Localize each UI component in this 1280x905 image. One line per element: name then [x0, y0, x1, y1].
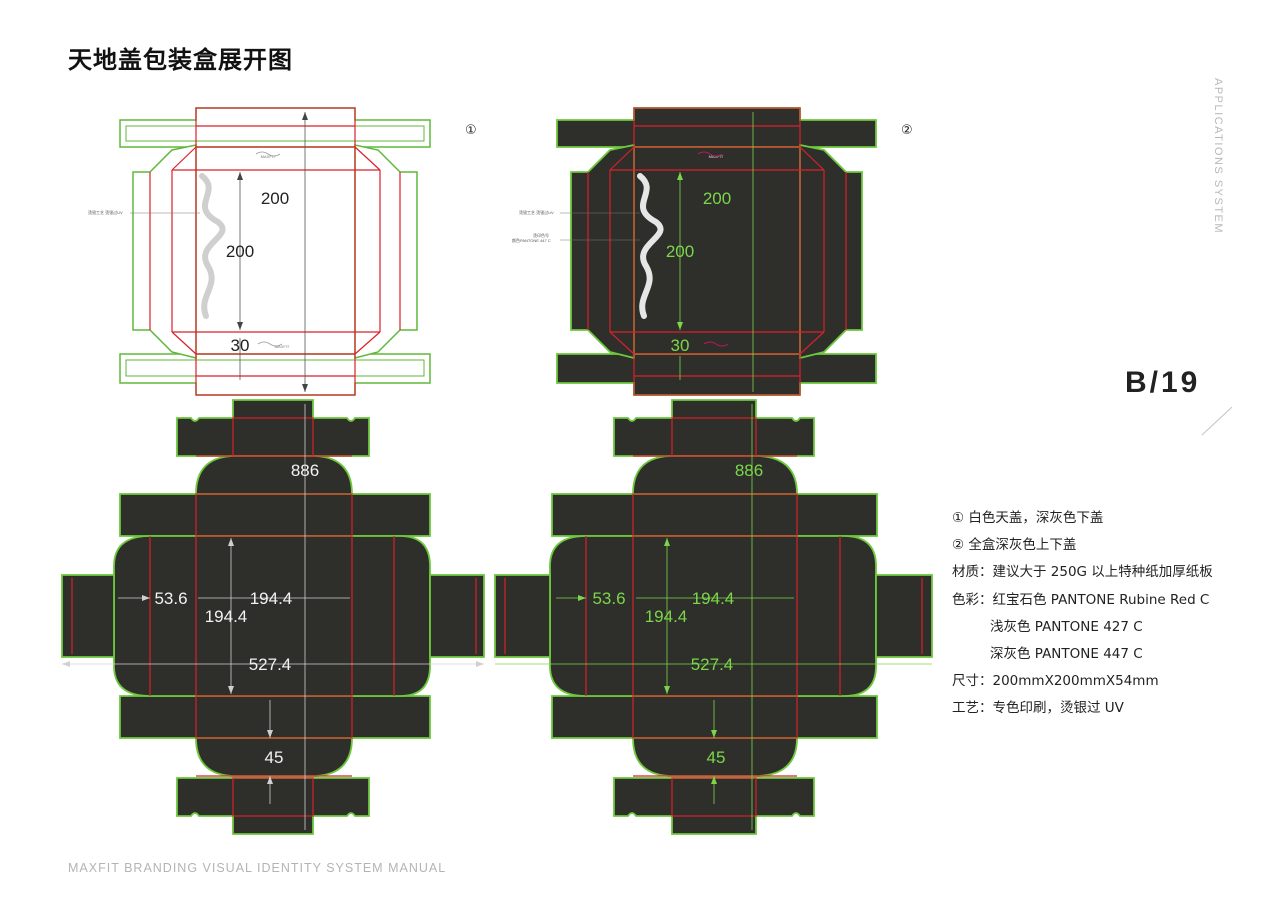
marker-two: ②	[901, 123, 913, 138]
lid-white-annotation: 烫银工艺 烫银过UV	[88, 209, 123, 215]
spec-line-color-rubine: 色彩：红宝石色 PANTONE Rubine Red C	[952, 591, 1210, 608]
spec-line-color-scheme-1: ① 白色天盖，深灰色下盖	[952, 510, 1104, 526]
base-one-dim-total: 886	[291, 461, 319, 480]
spec-line-color-scheme-2: ② 全盒深灰色上下盖	[952, 537, 1077, 554]
base-two-dim-span: 527.4	[691, 655, 734, 674]
base-two-dim-side: 53.6	[592, 589, 625, 608]
spec-line-size: 尺寸：200mmX200mmX54mm	[952, 673, 1159, 690]
base-one-top-tuck	[176, 399, 370, 457]
dieline-diagram: 200 200 30 MAXFIT MAXFIT 烫银工艺 烫银过UV	[61, 107, 933, 835]
lid-dark-left-flap	[570, 143, 635, 360]
base-two-center	[549, 535, 877, 697]
spec-line-process: 工艺：专色印刷，烫银过 UV	[952, 700, 1124, 717]
lid-dark-annotation-2: 烫印色号	[533, 232, 549, 238]
divider-line	[1201, 406, 1233, 436]
page-title: 天地盖包装盒展开图	[68, 46, 293, 74]
lid-white: 200 200 30 MAXFIT MAXFIT 烫银工艺 烫银过UV	[88, 107, 431, 396]
ribbon-graphic-white	[637, 173, 664, 319]
lid-dark: 200 200 30 MAXFIT 烫银工艺 烫银过UV 烫印色号 颜色PANT…	[512, 107, 877, 396]
spec-line-material: 材质：建议大于 250G 以上特种纸加厚纸板	[952, 564, 1213, 581]
spec-line-color-light-gray: 浅灰色 PANTONE 427 C	[990, 618, 1143, 635]
lid-white-logo-top: MAXFIT	[261, 154, 276, 159]
lid-white-right-flap	[354, 144, 418, 359]
base-two-top-tuck	[613, 399, 815, 457]
lid-white-dim-depth: 30	[231, 336, 250, 355]
lid-dark-right-flap	[799, 143, 863, 360]
spec-list: ① 白色天盖，深灰色下盖 ② 全盒深灰色上下盖 材质：建议大于 250G 以上特…	[952, 507, 1262, 725]
base-one-right-tab	[429, 574, 485, 658]
ribbon-graphic-silver	[199, 173, 226, 319]
marker-one: ①	[465, 123, 477, 138]
lid-white-dim-height: 200	[226, 242, 254, 261]
lid-dark-bottom-flap	[556, 353, 877, 396]
base-one-lower-flap	[119, 695, 431, 739]
base-two-dim-depth: 45	[707, 748, 726, 767]
lid-dark-dim-depth: 30	[671, 336, 690, 355]
base-one-center	[113, 535, 431, 697]
base-one-upper-flap	[119, 493, 431, 537]
base-two-right-tab	[875, 574, 933, 658]
page-number: B/19	[1125, 366, 1201, 399]
lid-white-logo-bottom: MAXFIT	[275, 344, 290, 349]
footer-text: MAXFIT BRANDING VISUAL IDENTITY SYSTEM M…	[68, 861, 447, 875]
base-one-bottom-tuck	[176, 777, 370, 835]
lid-white-left-flap	[132, 144, 197, 359]
side-label: APPLICATIONS SYSTEM	[1212, 78, 1224, 235]
spec-line-color-dark-gray: 深灰色 PANTONE 447 C	[990, 645, 1143, 662]
base-two-dim-inner-h: 194.4	[645, 607, 688, 626]
lid-dark-annotation-3: 颜色PANTONE 447 C	[512, 237, 551, 243]
base-one-dim-depth: 45	[265, 748, 284, 767]
base-one: 886 53.6 194.4 194.4 527.4 45	[61, 399, 485, 835]
base-one-dim-inner-h: 194.4	[205, 607, 248, 626]
base-two-dim-inner-w: 194.4	[692, 589, 735, 608]
lid-dark-annotation-1: 烫银工艺 烫银过UV	[519, 209, 554, 215]
lid-white-dim-width: 200	[261, 189, 289, 208]
lid-dark-top-flap	[556, 107, 877, 148]
base-two-upper-flap	[551, 493, 878, 537]
base-two: 886 53.6 194.4 194.4 527.4 45	[494, 399, 933, 835]
lid-dark-dim-width: 200	[703, 189, 731, 208]
base-two-left-tab	[494, 574, 551, 658]
base-two-dim-total: 886	[735, 461, 763, 480]
base-one-left-tab	[61, 574, 115, 658]
lid-dark-dim-height: 200	[666, 242, 694, 261]
base-one-dim-inner-w: 194.4	[250, 589, 293, 608]
base-one-dim-span: 527.4	[249, 655, 292, 674]
base-one-dim-side: 53.6	[154, 589, 187, 608]
